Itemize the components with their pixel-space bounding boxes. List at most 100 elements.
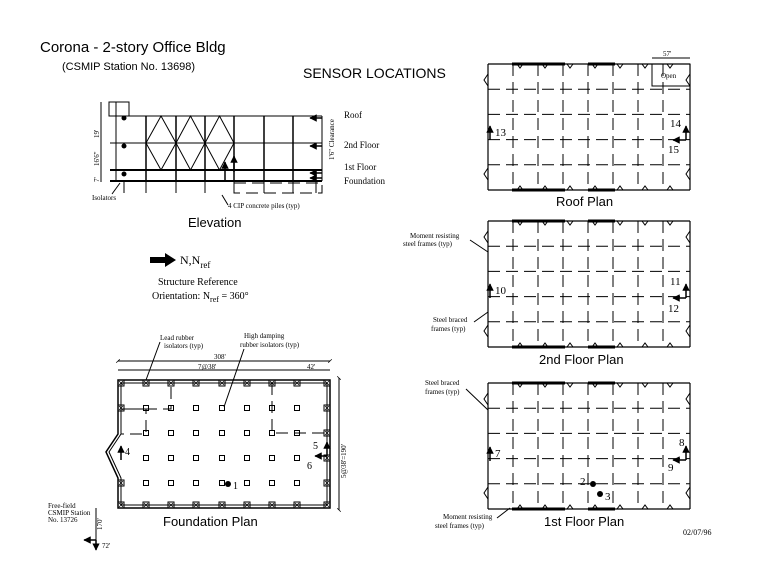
roof-open-label: Open bbox=[661, 72, 677, 80]
roof-caption: Roof Plan bbox=[556, 194, 613, 209]
isolator-bearing bbox=[117, 479, 125, 487]
lead-rubber-isolator-mark bbox=[193, 380, 199, 386]
isolator-bearing bbox=[143, 430, 149, 436]
high-damping-label-line1: High damping bbox=[244, 332, 285, 340]
lead-rubber-zone bbox=[120, 408, 147, 435]
second-moment-leader bbox=[469, 239, 489, 253]
second-break-mark bbox=[483, 230, 489, 244]
roof-break-mark bbox=[591, 63, 599, 69]
lead-rubber-isolator-mark bbox=[168, 502, 174, 508]
isolator-bearing bbox=[142, 501, 150, 509]
isolator-bearing bbox=[167, 379, 175, 387]
elevation-brace bbox=[145, 142, 177, 172]
high-damping-label-line2: rubber isolators (typ) bbox=[240, 341, 300, 349]
first-break-mark bbox=[641, 504, 649, 510]
elevation-penthouse bbox=[108, 101, 130, 117]
isolator-bearing bbox=[268, 501, 276, 509]
second-floor-plan bbox=[483, 219, 691, 349]
first-break-mark bbox=[591, 382, 599, 388]
first-floor-caption: 1st Floor Plan bbox=[544, 514, 624, 529]
roof-break-mark bbox=[516, 185, 524, 191]
first-break-mark bbox=[541, 504, 549, 510]
first-break-mark bbox=[641, 382, 649, 388]
isolator-bearing bbox=[244, 480, 250, 486]
isolator-bearing bbox=[218, 501, 226, 509]
lead-rubber-label-line1: Lead rubber bbox=[160, 334, 195, 342]
first-break-mark bbox=[483, 392, 489, 406]
first-break-mark bbox=[516, 382, 524, 388]
reference-block: N,Nref Structure Reference Orientation: … bbox=[150, 253, 249, 304]
foundation-caption: Foundation Plan bbox=[163, 514, 258, 529]
first-floor-plan bbox=[483, 381, 691, 511]
clearance-label: 1'6" Clearance bbox=[328, 119, 336, 160]
lead-rubber-isolator-mark bbox=[193, 502, 199, 508]
lead-rubber-isolator-mark bbox=[219, 502, 225, 508]
roof-break-mark bbox=[566, 185, 574, 191]
sensor-4-label: 4 bbox=[125, 447, 130, 458]
lead-rubber-isolator-mark bbox=[324, 502, 330, 508]
high-damping-leader bbox=[223, 348, 245, 408]
level-second-floor: 2nd Floor bbox=[344, 140, 379, 150]
lead-rubber-isolator-mark bbox=[269, 502, 275, 508]
isolator-bearing bbox=[244, 455, 250, 461]
elevation-sensor-dot bbox=[121, 171, 127, 177]
isolator-bearing bbox=[269, 430, 275, 436]
sensor-1-label: 1 bbox=[233, 481, 238, 492]
isolator-bearing bbox=[323, 479, 331, 487]
elevation-brace bbox=[204, 142, 235, 172]
sensor-10-label: 10 bbox=[495, 285, 507, 297]
isolator-bearing bbox=[323, 379, 331, 387]
second-break-mark bbox=[685, 324, 691, 338]
second-braced-label-1: Steel braced bbox=[433, 316, 468, 324]
sensor-6-label: 6 bbox=[307, 461, 312, 472]
roof-break-mark bbox=[483, 167, 489, 181]
lead-rubber-isolator-mark bbox=[143, 380, 149, 386]
second-braced-leader bbox=[473, 311, 489, 323]
sensor-15-label: 15 bbox=[668, 144, 680, 156]
roof-break-mark bbox=[666, 63, 674, 69]
lead-rubber-isolator-mark bbox=[324, 380, 330, 386]
lead-rubber-isolator-mark bbox=[118, 502, 124, 508]
first-break-mark bbox=[591, 504, 599, 510]
elevation-drawing: 19' 16'6" 7' Roof 2nd Floor 1st Floor Fo… bbox=[92, 101, 386, 230]
orientation-subscript: ref bbox=[210, 295, 219, 304]
second-break-mark bbox=[641, 220, 649, 226]
isolator-bearing bbox=[294, 405, 300, 411]
isolator-bearing bbox=[168, 480, 174, 486]
second-break-mark bbox=[616, 220, 624, 226]
isolator-bearing bbox=[143, 405, 149, 411]
roof-break-mark bbox=[591, 185, 599, 191]
lead-rubber-isolator-mark bbox=[168, 380, 174, 386]
piles-leader bbox=[221, 194, 229, 206]
second-break-mark bbox=[616, 342, 624, 348]
sensor-3-marker bbox=[597, 491, 603, 497]
free-field-label-line1: Free-field bbox=[48, 502, 76, 510]
first-break-mark bbox=[685, 486, 691, 500]
second-break-mark bbox=[483, 324, 489, 338]
isolator-bearing bbox=[168, 430, 174, 436]
second-break-mark bbox=[666, 342, 674, 348]
sensor-7-label: 7 bbox=[495, 448, 501, 460]
isolator-bearing bbox=[219, 405, 225, 411]
dim-second-height: 16'6" bbox=[93, 151, 101, 166]
roof-break-mark bbox=[516, 63, 524, 69]
north-arrow-subscript: ref bbox=[200, 260, 210, 270]
second-break-mark bbox=[685, 230, 691, 244]
second-break-mark bbox=[541, 342, 549, 348]
isolator-bearing bbox=[168, 455, 174, 461]
isolator-bearing bbox=[293, 379, 301, 387]
second-break-mark bbox=[641, 342, 649, 348]
lead-rubber-isolator-mark bbox=[244, 502, 250, 508]
lead-rubber-isolator-mark bbox=[118, 405, 124, 411]
first-braced-label-1: Steel braced bbox=[425, 379, 460, 387]
sensor-8-label: 8 bbox=[679, 437, 685, 449]
lead-rubber-isolator-mark bbox=[219, 380, 225, 386]
foundation-plan: Lead rubber isolators (typ) High damping… bbox=[48, 332, 348, 551]
first-break-mark bbox=[616, 504, 624, 510]
elevation-columns bbox=[145, 116, 294, 181]
elevation-braced-frames bbox=[145, 114, 235, 172]
foundation-vertical-dim-label: 5@38'=190' bbox=[340, 444, 348, 478]
sensor-locations-heading: SENSOR LOCATIONS bbox=[303, 65, 446, 81]
roof-plan-annotations: 57' Open 13 14 15 Roof Plan bbox=[486, 50, 691, 209]
roof-break-mark bbox=[641, 185, 649, 191]
